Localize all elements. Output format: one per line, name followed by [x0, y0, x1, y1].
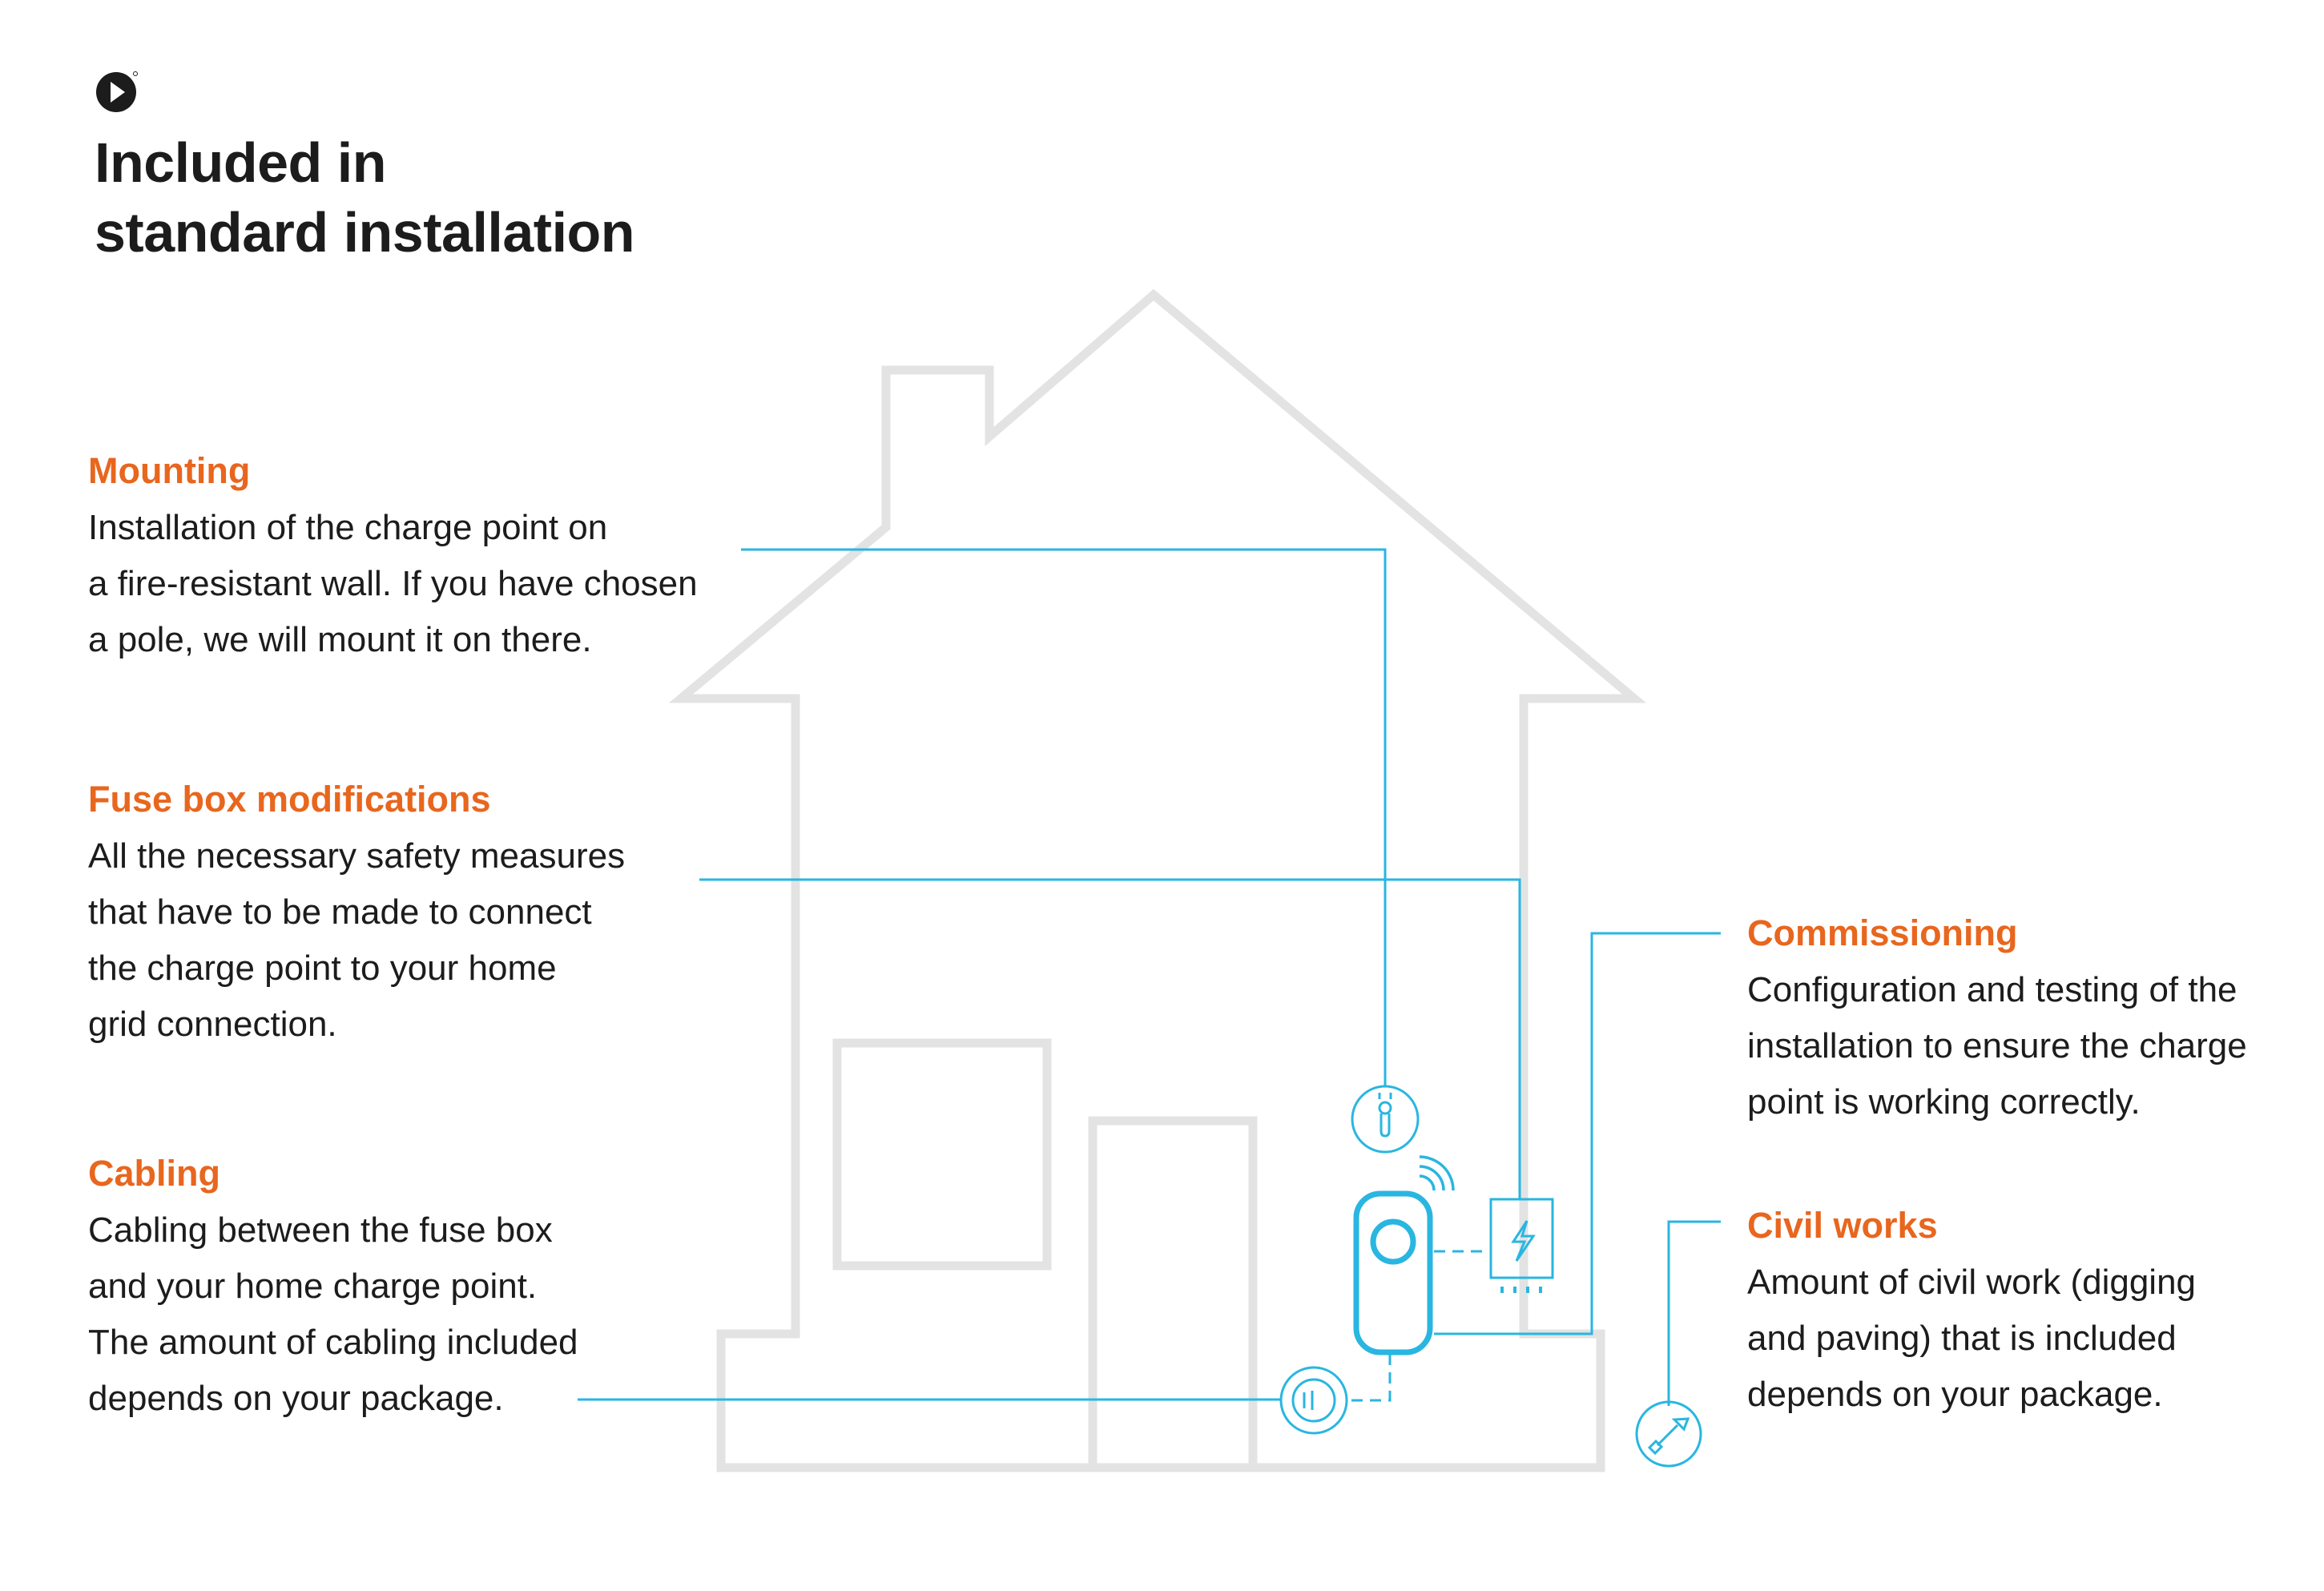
cabling-line-2: and your home charge point.	[88, 1267, 538, 1306]
house-window	[832, 1038, 1052, 1271]
shovel-icon	[1635, 1400, 1702, 1468]
title-line-1: Included in	[95, 131, 386, 194]
title-line-2: standard installation	[95, 201, 635, 264]
commissioning-line-3: point is working correctly.	[1747, 1082, 2141, 1122]
house-body	[668, 288, 1647, 1472]
mounting-line-2: a fire-resistant wall. If you have chose…	[88, 564, 698, 603]
plug-cable-icon	[1279, 1366, 1348, 1435]
commissioning-line-2: installation to ensure the charge	[1747, 1026, 2247, 1065]
commissioning-heading: Commissioning	[1747, 912, 2018, 953]
mounting-description: Installation of the charge point on a fi…	[88, 500, 745, 668]
fuse-box-heading: Fuse box modifications	[88, 779, 491, 820]
commissioning-section: Commissioning Configuration and testing …	[1747, 911, 2308, 1130]
cabling-line-3: The amount of cabling included	[88, 1323, 578, 1362]
civil-works-line-2: and paving) that is included	[1747, 1319, 2177, 1358]
fuse-box-section: Fuse box modifications All the necessary…	[88, 777, 745, 1053]
play-circle-logo-icon	[96, 71, 138, 112]
civil-works-description: Amount of civil work (digging and paving…	[1747, 1255, 2308, 1423]
civil-works-section: Civil works Amount of civil work (diggin…	[1747, 1203, 2308, 1423]
fuse-box-line-3: the charge point to your home	[88, 949, 557, 988]
commissioning-connector	[1434, 932, 1721, 1335]
mounting-line-1: Installation of the charge point on	[88, 508, 608, 547]
fuse-box-description: All the necessary safety measures that h…	[88, 828, 745, 1053]
page-title: Included in standard installation	[95, 128, 635, 268]
cabling-description: Cabling between the fuse box and your ho…	[88, 1202, 745, 1427]
connector-lines	[578, 548, 1721, 1406]
cabling-line-1: Cabling between the fuse box	[88, 1210, 553, 1250]
house-door	[1088, 1116, 1258, 1468]
charge-point-icon	[1353, 1190, 1433, 1355]
dashed-link-cable	[1347, 1354, 1392, 1402]
commissioning-line-1: Configuration and testing of the	[1747, 970, 2237, 1009]
fuse-box-line-1: All the necessary safety measures	[88, 836, 626, 876]
mounting-section: Mounting Installation of the charge poin…	[88, 449, 745, 668]
fuse-box-line-4: grid connection.	[88, 1005, 337, 1044]
house-outline	[668, 288, 1647, 1472]
fuse-box-line-2: that have to be made to connect	[88, 892, 592, 932]
cabling-heading: Cabling	[88, 1153, 220, 1194]
fuse-connector	[699, 878, 1521, 1200]
mounting-line-3: a pole, we will mount it on there.	[88, 620, 592, 659]
wrench-icon	[1351, 1085, 1420, 1154]
civil-connector	[1667, 1220, 1721, 1406]
mounting-heading: Mounting	[88, 450, 251, 491]
civil-works-line-3: depends on your package.	[1747, 1375, 2163, 1414]
wifi-signal-icon	[1419, 1155, 1455, 1191]
cabling-section: Cabling Cabling between the fuse box and…	[88, 1151, 745, 1427]
cabling-line-4: depends on your package.	[88, 1379, 504, 1418]
civil-works-heading: Civil works	[1747, 1205, 1938, 1246]
civil-works-line-1: Amount of civil work (digging	[1747, 1263, 2197, 1302]
commissioning-description: Configuration and testing of the install…	[1747, 962, 2308, 1130]
lightning-bolt-icon	[1489, 1198, 1554, 1293]
mounting-connector	[741, 548, 1387, 1086]
